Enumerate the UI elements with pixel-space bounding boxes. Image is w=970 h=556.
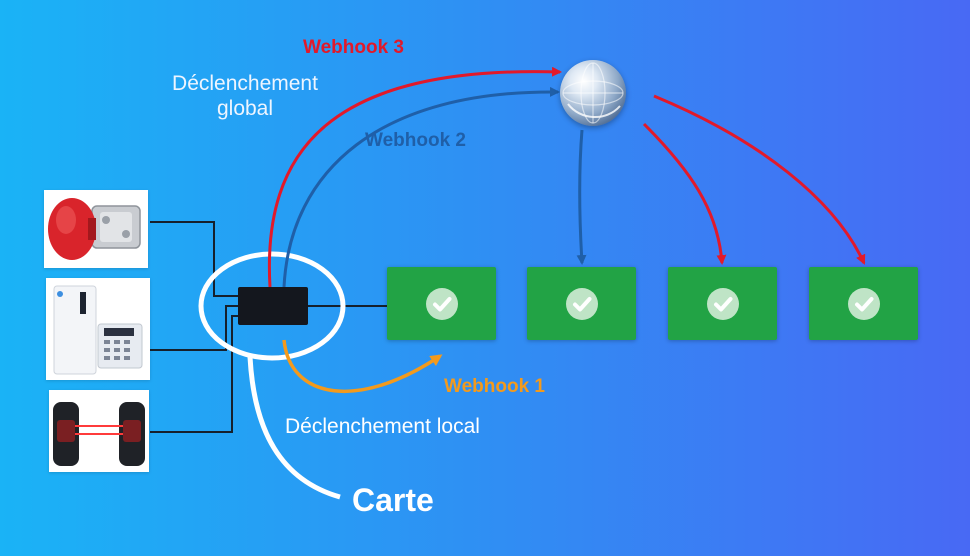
wire-button xyxy=(150,221,238,297)
carte-label: Carte xyxy=(352,482,434,518)
globe-to-target4 xyxy=(653,94,866,265)
target-box-1 xyxy=(387,267,496,340)
carte-pointer-line xyxy=(247,356,341,500)
globe-to-target2 xyxy=(576,129,587,265)
check-icon xyxy=(425,287,458,320)
wire-alarm xyxy=(150,305,238,351)
infrared-beam-icon xyxy=(49,390,149,472)
target-box-3 xyxy=(668,267,777,340)
webhook3-label: Webhook 3 xyxy=(303,37,404,58)
wire-beam xyxy=(150,315,238,433)
global-trigger-label: Déclenchement global xyxy=(145,71,345,121)
global-trigger-line2: global xyxy=(216,97,274,120)
controller-board xyxy=(238,287,308,325)
webhook2-label: Webhook 2 xyxy=(365,130,466,151)
webhook1-arc xyxy=(282,339,443,394)
check-icon xyxy=(565,287,598,320)
webhook2-arc xyxy=(282,86,560,288)
target-box-2 xyxy=(527,267,636,340)
local-trigger-label: Déclenchement local xyxy=(285,415,480,438)
globe-icon xyxy=(560,60,626,126)
device-wires xyxy=(150,221,388,433)
webhook3-arc xyxy=(267,66,562,288)
webhook1-label: Webhook 1 xyxy=(444,376,545,397)
board-highlight-circle xyxy=(198,251,346,361)
target-box-4 xyxy=(809,267,918,340)
globe-to-target3 xyxy=(642,122,727,265)
alarm-keypad-icon xyxy=(46,278,150,380)
check-icon xyxy=(847,287,880,320)
global-trigger-line1: Déclenchement xyxy=(172,72,318,95)
emergency-button-icon xyxy=(44,190,148,268)
check-icon xyxy=(706,287,739,320)
